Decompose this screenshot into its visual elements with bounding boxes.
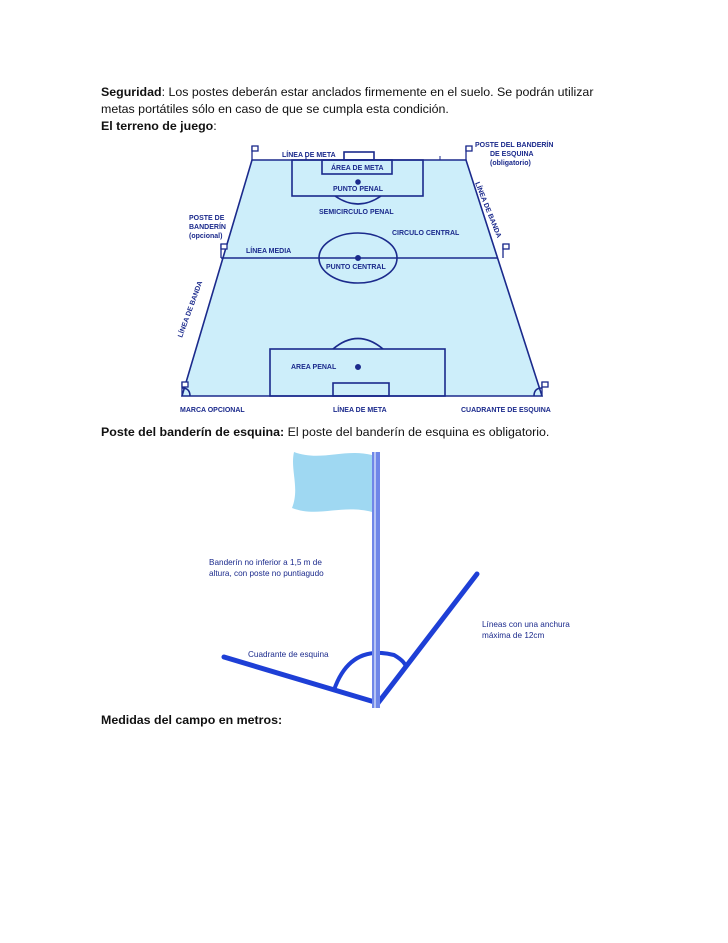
seguridad-text-2: metas portátiles sólo en caso de que se … [101,102,449,116]
label-banderin-2: altura, con poste no puntiagudo [209,569,324,578]
label-marca-opcional: MARCA OPCIONAL [180,407,245,414]
label-punto-central: PUNTO CENTRAL [326,264,386,271]
seguridad-text: : Los postes deberán estar anclados firm… [161,85,594,99]
corner-arc-br [533,387,543,397]
corner-arc-bl [181,387,191,397]
label-poste-top-right-3: (obligatorio) [490,160,531,167]
flag-banner [292,452,372,512]
label-circulo-central: CIRCULO CENTRAL [392,230,460,237]
flag-labels: Banderín no inferior a 1,5 m de altura, … [209,558,570,659]
top-goal [343,151,375,161]
field-pitch [180,151,544,397]
label-linea-meta-top: LÍNEA DE META [282,150,336,159]
label-linea-meta-bottom: LÍNEA DE META [333,405,387,414]
label-poste-left-1: POSTE DE [189,215,225,222]
top-penal-arc [334,195,382,205]
label-poste-top-right-1: POSTE DEL BANDERÍN [475,140,553,149]
label-area-meta: ÁREA DE META [331,163,384,172]
label-punto-penal: PUNTO PENAL [333,186,384,193]
label-semicirculo: SEMICIRCULO PENAL [319,209,394,216]
medidas-term: Medidas del campo en metros: [101,713,283,727]
label-lineas-2: máxima de 12cm [482,631,545,640]
label-area-penal: AREA PENAL [291,364,337,371]
corner-flags [181,145,549,396]
label-cuadrante: Cuadrante de esquina [248,650,329,659]
label-poste-top-right-2: DE ESQUINA [490,151,534,158]
poste-paragraph: Poste del banderín de esquina: El poste … [101,424,549,441]
seguridad-paragraph: Seguridad: Los postes deberán estar ancl… [101,84,593,135]
label-banderin-1: Banderín no inferior a 1,5 m de [209,558,322,567]
terreno-text: : [213,119,217,133]
bottom-penal-arc [332,337,384,350]
label-lineas-1: Líneas con una anchura [482,620,570,629]
poste-term: Poste del banderín de esquina: [101,425,285,439]
bottom-penal-spot [354,363,361,370]
center-circle [318,232,398,284]
terreno-term: El terreno de juego [101,119,214,133]
bottom-goal-area [332,382,390,397]
label-linea-media: LÍNEA MEDIA [246,246,291,255]
corner-quadrant-arc [332,650,408,691]
label-poste-left-2: BANDERÍN [189,222,226,231]
center-spot [354,255,361,262]
poste-text: El poste del banderín de esquina es obli… [284,425,550,439]
label-poste-left-3: (opcional) [189,233,222,240]
medidas-paragraph: Medidas del campo en metros: [101,712,282,729]
label-cuadrante-esquina: CUADRANTE DE ESQUINA [461,407,551,414]
top-penal-spot [355,179,361,185]
seguridad-term: Seguridad [101,85,162,99]
corner-lines [221,571,480,706]
